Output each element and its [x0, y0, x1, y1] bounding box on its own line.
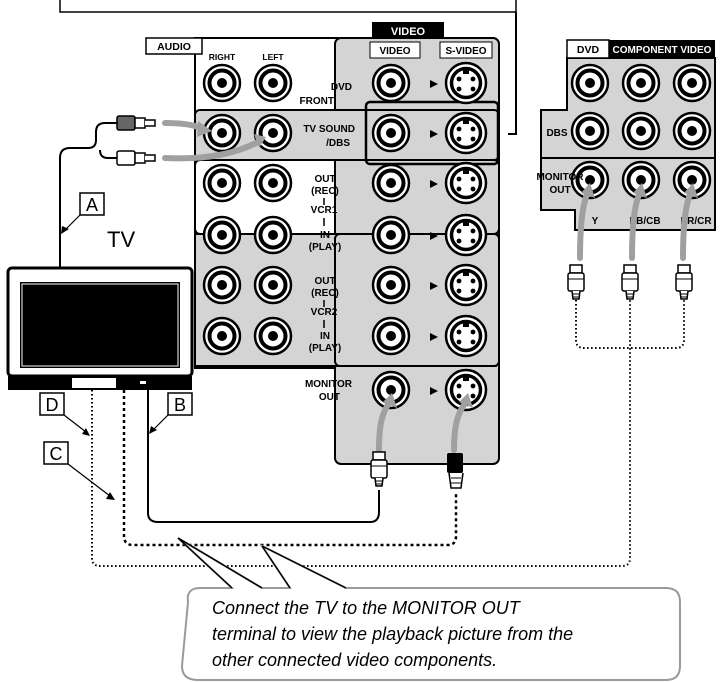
tv-set	[6, 266, 194, 390]
monitor-out-row-label: OUT	[319, 392, 340, 403]
dvd-component-header: DVD	[577, 44, 600, 56]
insert-arrows	[162, 120, 694, 453]
tv-label: TV	[107, 227, 135, 252]
audio-plug-right	[116, 115, 156, 131]
monitor-row-label: MONITOR	[305, 379, 353, 390]
receiver-back-panel: VIDEO AUDIO RIGHT LEFT VIDEO S-VIDEO	[145, 22, 500, 465]
vcr2-out-label: OUT	[314, 276, 335, 287]
vcr1-out-label: OUT	[314, 174, 335, 185]
monitor-out-component-label: OUT	[549, 185, 570, 196]
dbs-component-label: DBS	[546, 128, 567, 139]
callout-line-1: Connect the TV to the MONITOR OUT	[212, 598, 522, 618]
pr-cr-label: PR/CR	[680, 216, 712, 227]
vcr2-in-label: IN	[320, 331, 330, 342]
s-video-header: S-VIDEO	[445, 46, 486, 57]
y-label: Y	[592, 216, 599, 227]
audio-header: AUDIO	[157, 41, 191, 53]
vcr2-rec-label: (REC)	[311, 288, 339, 299]
dbs-label: /DBS	[326, 138, 350, 149]
audio-plug-left	[116, 150, 156, 166]
left-header: LEFT	[262, 52, 284, 62]
pb-cb-label: PB/CB	[629, 216, 660, 227]
tv-sound-label: TV SOUND	[303, 124, 355, 135]
vcr1-play-label: (PLAY)	[309, 242, 341, 253]
vcr1-in-label: IN	[320, 230, 330, 241]
dvd-row-label: DVD	[331, 82, 352, 93]
right-header: RIGHT	[209, 52, 236, 62]
monitor-component-label: MONITOR	[536, 172, 584, 183]
video-header: VIDEO	[379, 46, 410, 57]
marker-d: D	[46, 395, 59, 415]
callout-line-2: terminal to view the playback picture fr…	[212, 624, 573, 644]
component-video-header: COMPONENT VIDEO	[613, 45, 712, 56]
vcr2-label: VCR2	[311, 307, 338, 318]
callout-line-3: other connected video components.	[212, 650, 497, 670]
vcr1-rec-label: (REC)	[311, 186, 339, 197]
marker-a: A	[86, 195, 98, 215]
vcr1-label: VCR1	[311, 205, 338, 216]
vcr2-play-label: (PLAY)	[309, 343, 341, 354]
marker-c: C	[50, 444, 63, 464]
component-video-panel: DVD COMPONENT VIDEO DBS MONITOR OUT Y PB…	[536, 39, 716, 231]
video-group-header: VIDEO	[391, 26, 426, 38]
marker-b: B	[174, 395, 186, 415]
front-row-label: FRONT	[300, 96, 334, 107]
s-video-plug	[447, 453, 464, 489]
